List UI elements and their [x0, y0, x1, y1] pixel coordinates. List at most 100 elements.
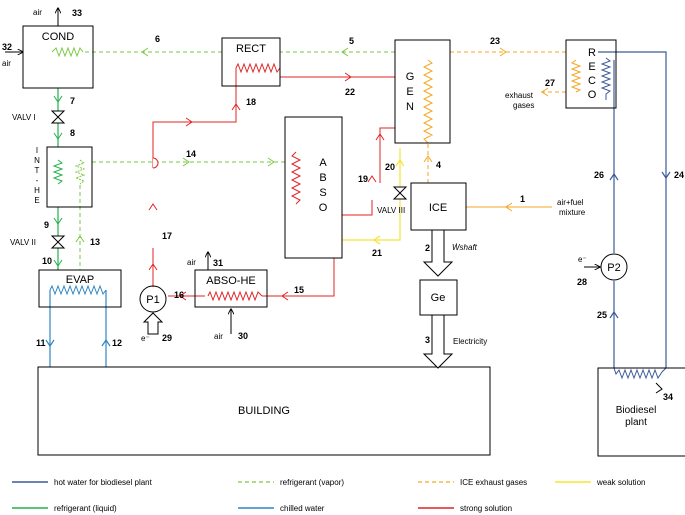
- svg-text:ICE exhaust gases: ICE exhaust gases: [460, 478, 527, 487]
- pump-p2: P2: [600, 253, 628, 281]
- airfuel-label-1: air+fuel: [557, 198, 584, 207]
- strong-arrows: [148, 72, 385, 301]
- stream-29: 29: [162, 333, 172, 343]
- air-label-33: air: [33, 8, 42, 17]
- absorber-coil: [290, 151, 302, 205]
- weak-solution-lines: [342, 148, 405, 245]
- biodiesel-label-1: Biodiesel: [616, 405, 657, 416]
- stream-25: 25: [597, 310, 607, 320]
- cond-box: COND: [22, 25, 94, 89]
- reco-letter-2: E: [588, 61, 595, 73]
- rect-coil: [235, 62, 281, 77]
- biodiesel-coil: [613, 367, 667, 380]
- legend-item-vapor: refrigerant (vapor): [238, 478, 344, 487]
- inthe-coil-green: [52, 159, 64, 185]
- stream-32: 32: [2, 42, 12, 52]
- stream-14: 14: [186, 149, 196, 159]
- reco-letter-1: R: [588, 47, 596, 59]
- stream-31: 31: [213, 258, 223, 268]
- air-label-31: air: [187, 258, 196, 267]
- legend-item-liquid: refrigerant (liquid): [12, 504, 117, 513]
- abso-letter-3: S: [319, 187, 326, 199]
- legend: hot water for biodiesel plant refrigeran…: [12, 478, 645, 513]
- abso-letter-2: B: [319, 172, 326, 184]
- valve-1: VALV I: [12, 110, 66, 124]
- stream-26: 26: [594, 170, 604, 180]
- biodiesel-label-2: plant: [625, 417, 647, 428]
- inthe-letter-4: -: [36, 176, 39, 185]
- stream-18: 18: [246, 97, 256, 107]
- air-label-30: air: [214, 332, 223, 341]
- cond-label: COND: [42, 31, 74, 43]
- valve3-label: VALV III: [377, 206, 405, 215]
- legend-item-exhaust: ICE exhaust gases: [418, 478, 527, 487]
- exhaust-label-1: exhaust: [505, 91, 534, 100]
- exhaust-lines: [427, 51, 566, 183]
- svg-text:chilled water: chilled water: [280, 504, 325, 513]
- valve1-label: VALV I: [12, 113, 36, 122]
- stream-10: 10: [42, 256, 52, 266]
- evap-label: EVAP: [66, 274, 95, 286]
- inthe-letter-2: N: [34, 156, 40, 165]
- air-label-32: air: [2, 59, 11, 68]
- vapor-lines: [79, 51, 395, 270]
- ice-box: ICE: [410, 182, 467, 231]
- int-he-box: I N T - H E: [34, 146, 93, 208]
- svg-text:refrigerant (liquid): refrigerant (liquid): [54, 504, 117, 513]
- svg-text:refrigerant (vapor): refrigerant (vapor): [280, 478, 344, 487]
- stream-33: 33: [72, 8, 82, 18]
- gen-letter-1: G: [406, 71, 415, 83]
- stream-27: 27: [545, 78, 555, 88]
- stream-1: 1: [520, 194, 525, 204]
- stream-8: 8: [70, 128, 75, 138]
- legend-item-weak: weak solution: [555, 478, 645, 487]
- electron-label-p2: e⁻: [578, 255, 587, 264]
- stream-11: 11: [36, 338, 46, 348]
- strong-solution-lines: [152, 68, 395, 297]
- gen-box: G E N: [394, 39, 451, 144]
- rect-box: RECT: [221, 37, 281, 87]
- inthe-letter-1: I: [36, 146, 38, 155]
- rect-label: RECT: [236, 43, 266, 55]
- stream-23: 23: [490, 36, 500, 46]
- exhaust-arrows: [423, 47, 549, 163]
- abso-he-label: ABSO-HE: [206, 275, 256, 287]
- stream-13: 13: [90, 237, 100, 247]
- reco-letter-3: C: [588, 75, 596, 87]
- crossover-hump: [152, 157, 159, 169]
- black-flows: [5, 8, 600, 369]
- pump-p1: P1: [139, 285, 167, 313]
- stream-7: 7: [70, 96, 75, 106]
- ge-label: Ge: [431, 292, 446, 304]
- electric-generator: Ge: [419, 279, 458, 316]
- airfuel-line: [466, 202, 552, 212]
- cond-coil: [51, 46, 84, 58]
- stream-2: 2: [425, 243, 430, 253]
- stream-5: 5: [349, 36, 354, 46]
- valve-3: VALV III: [377, 186, 408, 215]
- shaft-work-label: Ẇshaft: [452, 243, 478, 252]
- inthe-coil-vapor: [74, 159, 86, 185]
- legend-item-hot-water: hot water for biodiesel plant: [12, 478, 153, 487]
- legend-item-chilled: chilled water: [238, 504, 325, 513]
- stream-34: 34: [663, 392, 673, 402]
- stream-24: 24: [674, 170, 684, 180]
- stream-20: 20: [385, 162, 395, 172]
- reco-letter-4: O: [588, 89, 597, 101]
- p2-label: P2: [607, 262, 620, 274]
- abso-letter-1: A: [319, 157, 327, 169]
- reco-coil-water: [600, 57, 612, 100]
- stream-30: 30: [238, 331, 248, 341]
- reco-box: R E C O: [565, 39, 617, 109]
- stream-3: 3: [425, 335, 430, 345]
- evap-box: EVAP: [38, 269, 122, 308]
- electron-label-p1: e⁻: [141, 334, 150, 343]
- electricity-label: Electricity: [453, 337, 487, 346]
- exhaust-label-2: gases: [513, 101, 534, 110]
- stream-4: 4: [436, 160, 441, 170]
- valve-2: VALV II: [10, 235, 66, 249]
- stream-22: 22: [345, 87, 355, 97]
- inthe-letter-3: T: [35, 166, 40, 175]
- stream-12: 12: [112, 338, 122, 348]
